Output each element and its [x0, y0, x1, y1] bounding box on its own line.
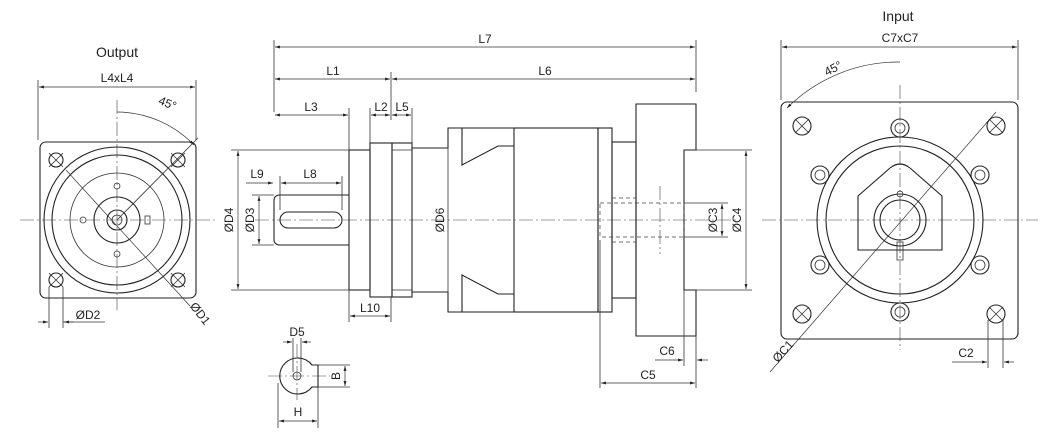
shaft-section-view: D5 B H — [268, 325, 350, 428]
dim-l1: L1 — [326, 64, 340, 78]
dim-d5: D5 — [289, 325, 305, 339]
dim-c1: ØC1 — [770, 337, 797, 365]
shaft-key — [279, 211, 343, 229]
input-title: Input — [882, 8, 913, 24]
dim-angle-input: 45° — [822, 58, 845, 79]
dim-b: B — [329, 372, 343, 380]
dim-c7xc7: C7xC7 — [882, 31, 919, 45]
output-shaft — [273, 194, 349, 246]
dim-c4: ØC4 — [730, 207, 744, 232]
dim-c3: ØC3 — [706, 207, 720, 232]
output-title: Output — [96, 44, 138, 60]
dim-l2: L2 — [374, 100, 388, 114]
shaft-section — [279, 357, 319, 395]
input-flange-square — [780, 101, 1019, 340]
input-view: Input C7xC7 ØC1 45° — [762, 8, 1038, 373]
input-mounting-holes — [792, 116, 1006, 324]
output-mounting-holes — [48, 152, 186, 288]
output-view: Output L4xL4 — [20, 44, 215, 328]
output-flange — [391, 142, 413, 298]
side-view: L7 L1 L6 L3 L2 L5 L9 L8 — [222, 32, 752, 388]
input-clamp-profile — [857, 163, 943, 251]
input-bore — [879, 199, 921, 241]
input-pcd-holes — [810, 118, 990, 322]
dim-l10: L10 — [360, 301, 380, 315]
dim-l4xl4: L4xL4 — [101, 71, 134, 85]
dim-l8: L8 — [303, 167, 317, 181]
dim-c2: C2 — [958, 346, 974, 360]
dim-d6: ØD6 — [433, 207, 447, 232]
output-outer-circle — [43, 146, 191, 294]
housing-relief-bottom — [461, 274, 514, 312]
dim-l6: L6 — [538, 64, 552, 78]
dim-l5: L5 — [395, 100, 409, 114]
dim-l7: L7 — [478, 32, 492, 46]
dim-d4: ØD4 — [222, 207, 236, 232]
dim-d3: ØD3 — [243, 207, 257, 232]
output-shaft-circle — [106, 209, 128, 231]
dim-d1: ØD1 — [187, 300, 213, 328]
dim-l3: L3 — [304, 100, 318, 114]
housing-relief-top — [461, 128, 514, 166]
dim-c5: C5 — [640, 368, 656, 382]
dim-c6: C6 — [659, 344, 675, 358]
dim-d2: ØD2 — [76, 308, 101, 322]
dim-h: H — [294, 405, 303, 419]
dim-angle-output: 45° — [156, 93, 178, 113]
dim-l9: L9 — [250, 167, 264, 181]
